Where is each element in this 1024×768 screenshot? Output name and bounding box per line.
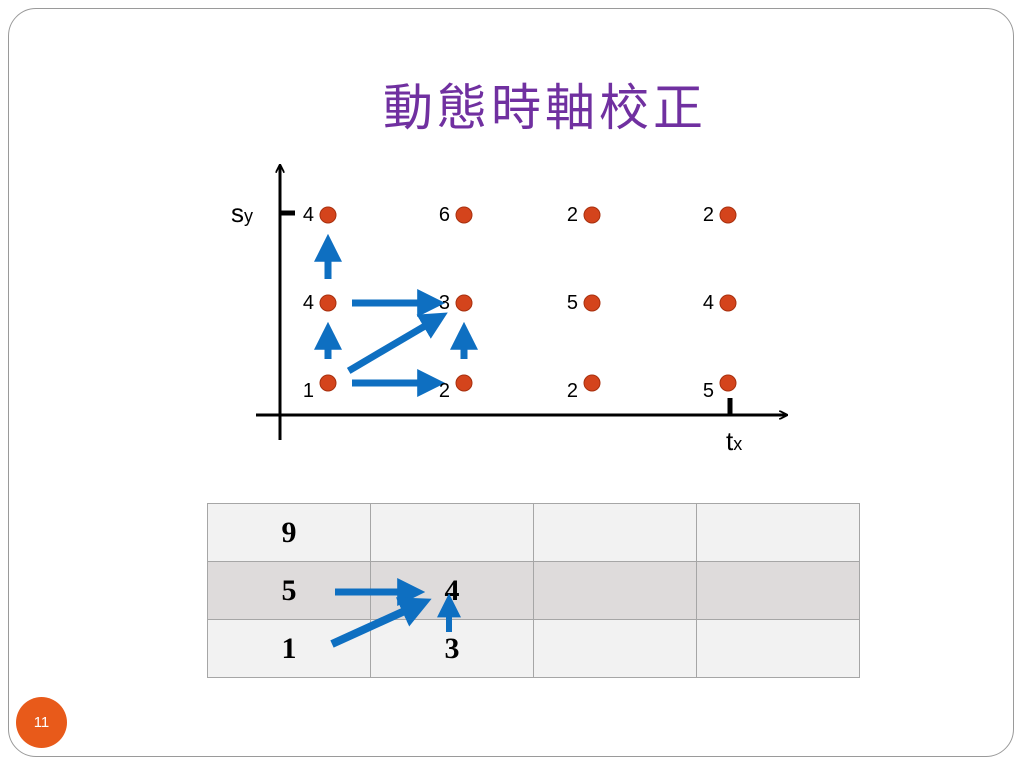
table-cell: 4 (370, 561, 534, 620)
grid-node (455, 374, 473, 392)
grid-node (583, 294, 601, 312)
table-cell (533, 619, 697, 678)
page-number-badge: 11 (16, 697, 67, 748)
path-arrow (346, 312, 448, 374)
node-value-label: 2 (703, 204, 714, 226)
path-arrows (314, 233, 478, 397)
grid-node (319, 374, 337, 392)
table-cell (370, 503, 534, 562)
grid-node (719, 374, 737, 392)
table-cell: 3 (370, 619, 534, 678)
node-value-label: 6 (439, 204, 450, 226)
cost-table: 9 5 4 1 3 (207, 503, 860, 678)
node-value-label: 4 (703, 292, 714, 314)
node-value-label: 2 (567, 380, 578, 402)
node-value-label: 4 (303, 292, 314, 314)
table-cell: 1 (207, 619, 371, 678)
grid-node (319, 206, 337, 224)
y-axis-label: sy (231, 198, 253, 228)
node-value-label: 5 (567, 292, 578, 314)
slide-title: 動態時軸校正 (383, 79, 707, 137)
grid-node (583, 206, 601, 224)
table-row: 9 (207, 503, 860, 562)
x-axis-label: tx (726, 426, 742, 456)
node-value-label: 5 (703, 380, 714, 402)
node-value-label: 4 (303, 204, 314, 226)
table-cell (696, 561, 860, 620)
grid-node (719, 206, 737, 224)
table-cell (696, 503, 860, 562)
grid-node (455, 294, 473, 312)
grid-node (583, 374, 601, 392)
table-cell (533, 561, 697, 620)
grid-node (719, 294, 737, 312)
table-row: 1 3 (207, 619, 860, 678)
node-value-label: 2 (439, 380, 450, 402)
node-value-label: 1 (303, 380, 314, 402)
grid-node (319, 294, 337, 312)
grid-nodes: 1 4 4 2 3 6 2 5 2 5 4 2 (303, 204, 737, 402)
table-cell: 9 (207, 503, 371, 562)
node-value-label: 3 (439, 292, 450, 314)
table-cell: 5 (207, 561, 371, 620)
table-row: 5 4 (207, 561, 860, 620)
table-cell (533, 503, 697, 562)
table-cell (696, 619, 860, 678)
node-value-label: 2 (567, 204, 578, 226)
grid-node (455, 206, 473, 224)
